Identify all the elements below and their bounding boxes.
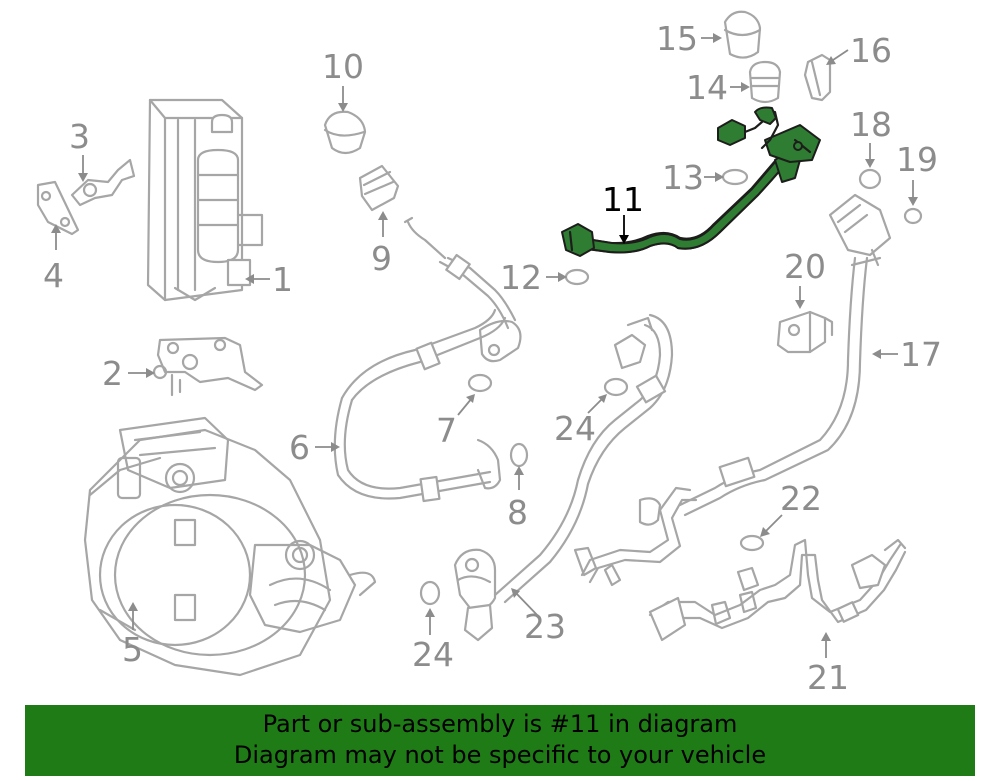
part-15-cap xyxy=(723,10,762,59)
part-23-line xyxy=(453,313,674,642)
callout-7: 7 xyxy=(436,411,457,450)
parts-diagram: 1 2 3 4 5 6 7 8 9 10 11 12 13 xyxy=(36,10,942,697)
callout-14: 14 xyxy=(686,68,728,107)
part-6-hose xyxy=(333,216,522,503)
callout-10: 10 xyxy=(322,47,364,86)
part-19-oring xyxy=(903,207,923,225)
callout-18: 18 xyxy=(850,105,892,144)
o-rings xyxy=(419,168,923,606)
callout-24-upper: 24 xyxy=(554,409,596,448)
callout-15: 15 xyxy=(656,19,698,58)
banner-line-part-number: Part or sub-assembly is #11 in diagram xyxy=(262,710,738,738)
callout-8: 8 xyxy=(507,493,528,532)
callout-13: 13 xyxy=(662,158,704,197)
callouts: 1 2 3 4 5 6 7 8 9 10 11 12 13 xyxy=(43,19,942,697)
part-20-valve xyxy=(776,310,834,354)
callout-12: 12 xyxy=(500,258,542,297)
part-8-oring xyxy=(509,442,529,468)
part-14-cap xyxy=(748,60,782,104)
part-24-oring-a xyxy=(603,377,629,397)
callout-1: 1 xyxy=(272,260,293,299)
callout-6: 6 xyxy=(289,428,310,467)
part-10-cap xyxy=(323,110,367,155)
callout-24-lower: 24 xyxy=(412,635,454,674)
callout-22: 22 xyxy=(780,479,822,518)
part-24-oring-b xyxy=(419,580,441,606)
part-12-oring xyxy=(564,268,590,286)
callout-19: 19 xyxy=(896,140,938,179)
part-17-pipe xyxy=(573,193,892,587)
info-banner: Part or sub-assembly is #11 in diagram D… xyxy=(25,705,975,776)
part-3-clip xyxy=(70,158,136,207)
banner-line-disclaimer: Diagram may not be specific to your vehi… xyxy=(233,741,767,769)
callout-11: 11 xyxy=(602,180,644,219)
callout-4: 4 xyxy=(43,256,64,295)
callout-2: 2 xyxy=(102,354,123,393)
part-13-oring xyxy=(721,168,749,186)
part-1-module xyxy=(146,98,264,302)
callout-9: 9 xyxy=(371,239,392,278)
callout-21: 21 xyxy=(807,658,849,697)
part-4-bracket xyxy=(36,180,80,236)
part-5-compressor xyxy=(83,416,377,677)
part-21-line xyxy=(648,538,907,642)
part-9-sleeve xyxy=(358,164,400,212)
callout-3: 3 xyxy=(69,117,90,156)
part-2-bracket xyxy=(152,336,264,397)
callout-23: 23 xyxy=(524,607,566,646)
part-22-oring xyxy=(739,534,765,552)
part-7-oring xyxy=(467,373,493,393)
part-18-oring xyxy=(858,168,882,190)
callout-5: 5 xyxy=(122,630,143,669)
callout-17: 17 xyxy=(900,335,942,374)
part-16-sensor xyxy=(803,53,832,102)
callout-16: 16 xyxy=(850,31,892,70)
part-11-hose-highlighted xyxy=(561,106,821,257)
callout-20: 20 xyxy=(784,247,826,286)
